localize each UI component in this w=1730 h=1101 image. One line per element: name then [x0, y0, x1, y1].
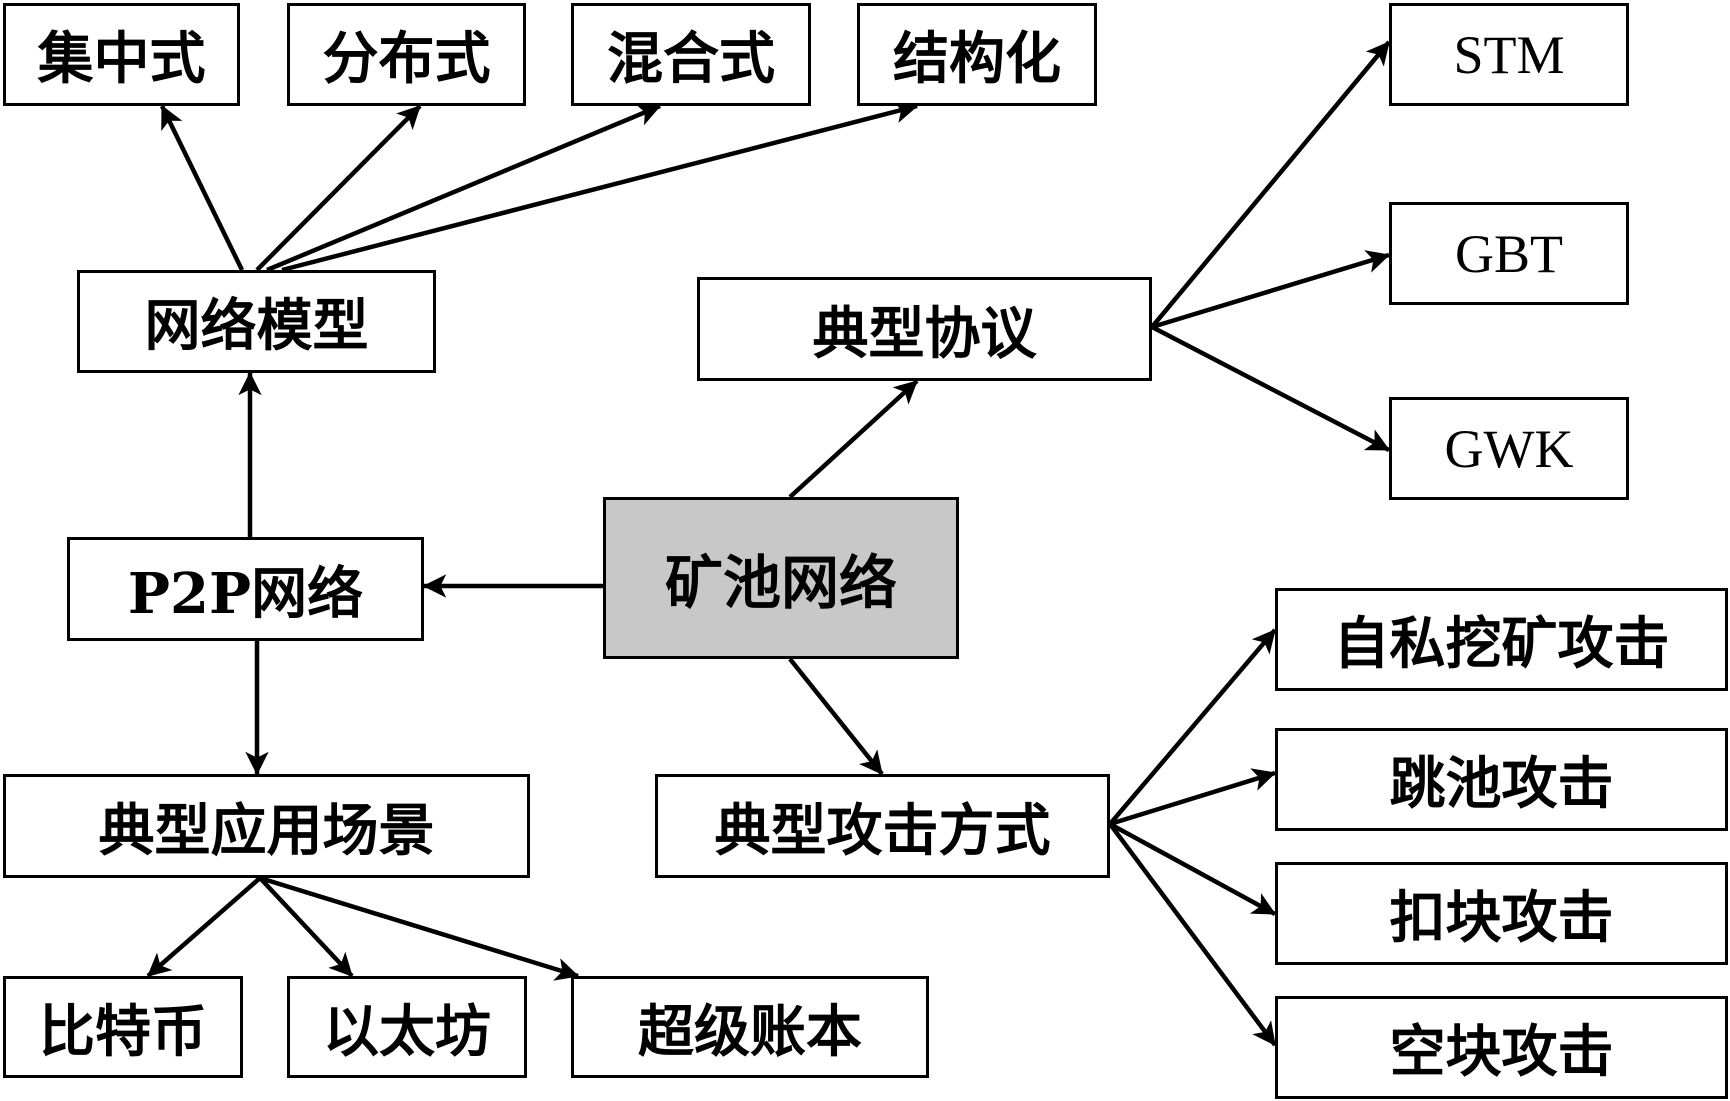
node-typical-protocols: 典型协议: [697, 277, 1152, 381]
node-structured: 结构化: [857, 3, 1097, 106]
edge-protocols-to-gbt: [1151, 250, 1391, 330]
node-attack-empty-block: 空块攻击: [1275, 996, 1728, 1099]
edge-attacks-to-withholding: [1108, 822, 1277, 916]
node-typical-attacks: 典型攻击方式: [655, 774, 1110, 878]
edge-attacks-to-selfish: [1108, 628, 1277, 826]
edge-protocols-to-stm: [1150, 40, 1391, 329]
node-hybrid: 混合式: [571, 3, 811, 106]
edge-center-to-attacks: [788, 657, 884, 776]
edge-center-to-protocols: [788, 379, 919, 499]
edge-apps-to-bitcoin: [146, 876, 262, 978]
center-node-mining-pool-network: 矿池网络: [603, 497, 959, 659]
node-distributed: 分布式: [287, 3, 526, 106]
node-protocol-gwk: GWK: [1389, 397, 1629, 500]
node-typical-applications: 典型应用场景: [3, 774, 530, 878]
edge-model-to-structured: [281, 100, 919, 273]
node-protocol-stm: STM: [1389, 3, 1629, 106]
node-attack-selfish-mining: 自私挖矿攻击: [1275, 588, 1728, 691]
edge-model-to-distributed: [255, 104, 422, 272]
node-attack-pool-hopping: 跳池攻击: [1275, 728, 1728, 831]
edge-attacks-to-hopping: [1109, 768, 1277, 827]
edge-protocols-to-gwk: [1150, 325, 1391, 452]
node-network-model: 网络模型: [77, 270, 436, 373]
edge-apps-to-ethereum: [258, 876, 354, 978]
edge-apps-to-ledger: [259, 875, 580, 981]
node-app-bitcoin: 比特币: [3, 976, 243, 1078]
node-app-hyperledger: 超级账本: [571, 976, 929, 1078]
node-centralized: 集中式: [3, 3, 240, 106]
edge-model-to-central: [159, 104, 245, 271]
node-app-ethereum: 以太坊: [287, 976, 527, 1078]
edge-attacks-to-empty: [1108, 822, 1277, 1047]
node-p2p-network: P2P网络: [67, 537, 424, 641]
edge-model-to-hybrid: [266, 103, 662, 273]
node-protocol-gbt: GBT: [1389, 202, 1629, 305]
node-attack-block-withholding: 扣块攻击: [1275, 862, 1728, 965]
